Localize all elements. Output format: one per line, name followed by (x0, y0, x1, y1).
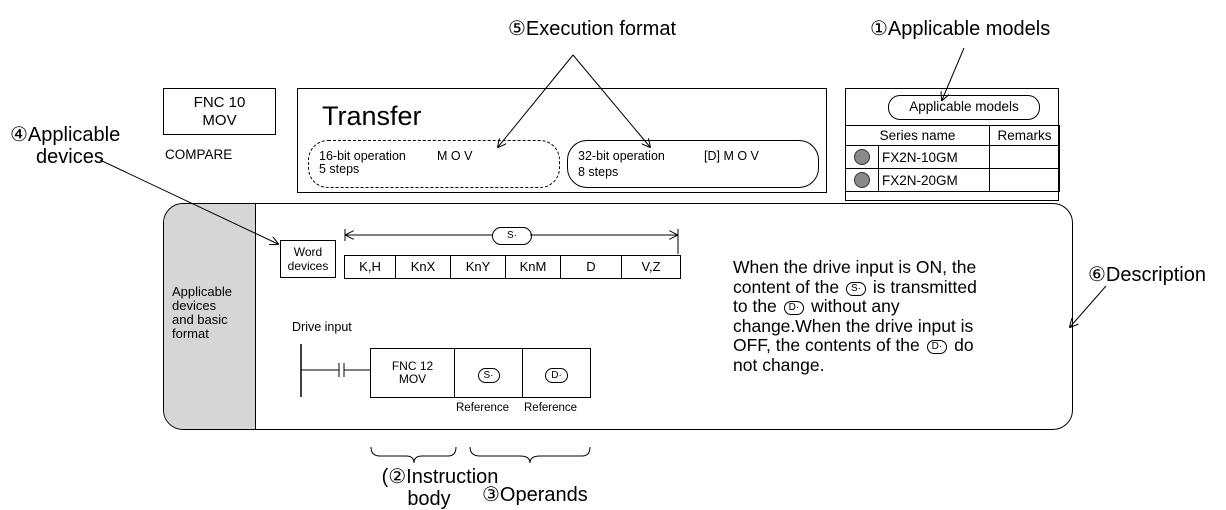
fnc-mnemonic: MOV (202, 112, 237, 129)
callout-description: ⑥Description (1088, 264, 1206, 286)
description-fragment: without any (811, 296, 900, 316)
execution-format-arrow-16bit (498, 54, 574, 147)
description-fragment: is transmitted (872, 276, 977, 297)
description-fragment: to the (733, 296, 777, 316)
fnc-category: COMPARE (165, 147, 233, 162)
model-name: FX2N-10GM (878, 145, 990, 169)
models-header: Applicable models (888, 95, 1040, 120)
callout-applicable-devices: ④Applicable devices (10, 124, 120, 168)
devices-side-column: Applicable devices and basic format (164, 204, 256, 429)
description-fragment: OFF, the contents of the (733, 335, 920, 355)
description-line: change.When the drive input is (733, 315, 974, 336)
side-label-line: format (172, 326, 209, 341)
device-list: K,H KnX KnY KnM D V,Z (344, 255, 681, 279)
reference-d-label: Reference (524, 402, 578, 414)
drive-input-label: Drive input (292, 320, 352, 334)
op16-steps: 5 steps (319, 162, 360, 176)
model-indicator-icon (854, 172, 870, 189)
description-text: When the drive input is ON, the content … (733, 257, 977, 375)
callout-applicable-devices-line1: ④Applicable (10, 124, 121, 146)
op32-mnemonic: [D] M O V (704, 149, 759, 163)
devices-side-label: Applicable devices and basic format (172, 285, 232, 341)
word-devices-box: Word devices (280, 240, 336, 278)
description-operand-d: D· (926, 340, 948, 354)
description-operand-s: S· (845, 281, 866, 296)
description-operand-d: D· (783, 301, 805, 315)
device-cell: KnM (505, 255, 561, 279)
operands-brace (469, 446, 591, 464)
side-label-line: Applicable (172, 284, 232, 299)
applicable-models-arrow (942, 47, 965, 100)
instruction-body-cell: FNC 12 MOV (371, 349, 455, 397)
execution-format-arrow-32bit (572, 54, 650, 147)
models-table: Series name Remarks FX2N-10GM FX2N-20GM (845, 125, 1060, 192)
device-cell: KnY (450, 255, 506, 279)
operand-d-oval: D· (545, 368, 568, 383)
description-line: to the D· without any (733, 296, 977, 317)
instruction-body-brace (370, 446, 457, 464)
instruction-mnemonic: MOV (398, 372, 427, 386)
word-devices-line: Word (293, 245, 323, 259)
description-fragment: do (954, 335, 974, 355)
callout-instruction-body: (②Instruction body (370, 466, 510, 510)
callout-applicable-devices-line2: devices (36, 146, 104, 168)
model-indicator-icon (854, 149, 870, 166)
side-label-line: devices (172, 298, 217, 313)
model-remarks (989, 145, 1060, 169)
table-row: FX2N-20GM (845, 168, 1060, 192)
description-line: not change. (733, 354, 825, 375)
op32-label: 32-bit operation (578, 149, 665, 163)
callout-operands: ③Operands (482, 484, 588, 506)
description-fragment: content of the (733, 276, 840, 297)
operand-s-oval: S· (477, 368, 500, 383)
op32-steps: 8 steps (578, 165, 619, 179)
callout-applicable-models: ①Applicable models (870, 18, 1051, 40)
description-line: When the drive input is ON, the (733, 257, 977, 277)
model-name: FX2N-20GM (878, 168, 990, 192)
op16-oval: 16-bit operation M O V 5 steps (308, 140, 560, 188)
description-line: OFF, the contents of the D· do (733, 335, 977, 356)
description-arrow (1070, 285, 1107, 327)
instruction-title: Transfer (322, 101, 422, 131)
op16-mnemonic: M O V (437, 149, 473, 163)
side-label-line: and basic (172, 312, 228, 327)
source-operand-oval: S· (492, 227, 532, 245)
operand-d-cell: D· (523, 349, 590, 397)
applicable-devices-arrow (99, 159, 278, 244)
fnc-number-box: FNC 10 MOV (163, 88, 276, 135)
op16-label: 16-bit operation (319, 149, 406, 163)
word-devices-line: devices (287, 259, 329, 273)
callout-instruction-body-line2: body (407, 488, 451, 510)
models-panel: Applicable models Series name Remarks FX… (845, 88, 1060, 201)
device-cell: KnX (395, 255, 451, 279)
operand-s-cell: S· (455, 349, 523, 397)
fnc-number: FNC 10 (193, 94, 246, 111)
reference-s-label: Reference (456, 402, 510, 414)
device-cell: D (560, 255, 622, 279)
device-cell: V,Z (621, 255, 681, 279)
model-remarks (989, 168, 1060, 192)
callout-instruction-body-line1: (②Instruction (381, 466, 499, 488)
instruction-fnc: FNC 12 (391, 359, 434, 373)
callout-execution-format: ⑤Execution format (508, 18, 676, 40)
op32-oval: 32-bit operation [D] M O V 8 steps (567, 140, 819, 188)
instruction-block: FNC 12 MOV S· D· (370, 348, 591, 398)
description-line: content of the S· is transmitted (733, 276, 977, 298)
